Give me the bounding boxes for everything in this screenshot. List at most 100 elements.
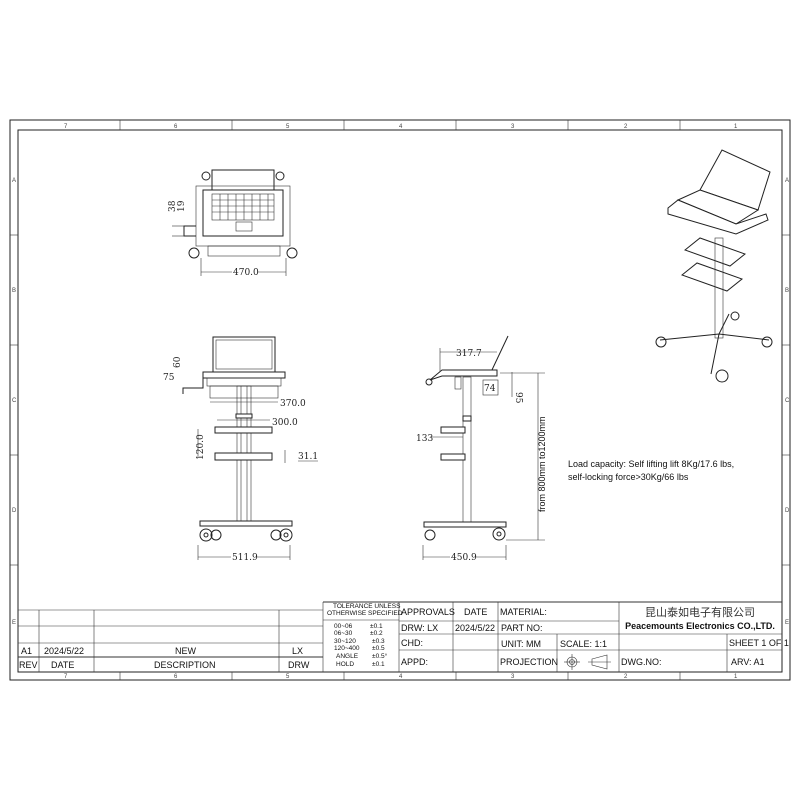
svg-text:D: D — [12, 508, 17, 514]
dim-74: 74 — [484, 384, 496, 394]
chd-label: CHD: — [401, 638, 423, 648]
basket-upper — [214, 426, 273, 434]
col-marker: 7 — [64, 674, 68, 680]
svg-text:C: C — [785, 398, 790, 404]
dim-95: 95 — [513, 392, 523, 404]
dim-300: 300.0 — [272, 418, 298, 428]
sheet-label: SHEET 1 OF 1 — [729, 638, 789, 648]
zone-ticks — [10, 120, 790, 680]
dwg-no-label: DWG.NO: — [621, 657, 662, 667]
svg-text:E: E — [785, 620, 789, 626]
arv-label: ARV: A1 — [731, 657, 765, 667]
dim-470: 470.0 — [233, 268, 259, 278]
col-marker: 6 — [174, 674, 178, 680]
front-view: 60 75 370.0 300.0 120.0 31.1 511.9 — [163, 336, 318, 563]
title-block-grid — [323, 601, 782, 672]
col-marker: 3 — [511, 124, 515, 130]
svg-text:E: E — [12, 620, 16, 626]
company-name-cn: 昆山泰如电子有限公司 — [645, 605, 755, 619]
svg-text:30~120: 30~120 — [334, 638, 356, 645]
dim-31-1: 31.1 — [298, 452, 318, 462]
date-header: DATE — [51, 660, 74, 670]
svg-text:B: B — [785, 288, 789, 294]
dim-75: 75 — [163, 373, 175, 383]
col-marker: 5 — [286, 124, 290, 130]
dim-133: 133 — [416, 434, 433, 444]
svg-text:HOLD: HOLD — [336, 661, 354, 668]
svg-text:00~06: 00~06 — [334, 623, 353, 630]
description-header: DESCRIPTION — [154, 660, 216, 670]
svg-text:±0.3: ±0.3 — [372, 638, 385, 645]
scale-label: SCALE: 1:1 — [560, 639, 607, 649]
dim-38: 38 — [168, 200, 178, 212]
load-capacity-note: Load capacity: Self lifting lift 8Kg/17.… — [568, 459, 734, 469]
svg-text:B: B — [12, 288, 16, 294]
col-marker: 4 — [399, 124, 403, 130]
svg-text:ANGLE: ANGLE — [336, 653, 359, 660]
col-marker: 6 — [174, 124, 178, 130]
col-marker: 2 — [624, 674, 628, 680]
projection-label: PROJECTION — [500, 657, 558, 667]
col-marker: 7 — [64, 124, 68, 130]
col-marker: 4 — [399, 674, 403, 680]
dim-317-7: 317.7 — [456, 349, 482, 359]
dim-511-9: 511.9 — [232, 553, 258, 563]
col-marker: 1 — [734, 674, 738, 680]
outer-border — [9, 119, 791, 681]
tolerance-subtitle: OTHERWISE SPECIFIED — [327, 610, 403, 617]
drw-header: DRW — [288, 660, 310, 670]
column-markers-bottom: 7 6 5 4 3 2 1 — [64, 674, 738, 680]
rev-header: REV — [19, 660, 38, 670]
dim-370: 370.0 — [280, 399, 306, 409]
dim-120: 120.0 — [196, 434, 206, 460]
svg-text:±0.1: ±0.1 — [370, 623, 383, 630]
rev-drw: LX — [292, 646, 303, 656]
column-markers-top: 7 6 5 4 3 2 1 — [64, 124, 738, 130]
approval-date-header: DATE — [464, 607, 487, 617]
touchpad — [235, 221, 253, 232]
revision-block — [18, 602, 324, 672]
row-markers: A A B B C C D D E E — [12, 178, 790, 626]
rev-value: A1 — [21, 646, 32, 656]
basket-lower — [680, 262, 744, 292]
dim-450-9: 450.9 — [451, 553, 477, 563]
col-marker: 1 — [734, 124, 738, 130]
svg-text:06~30: 06~30 — [334, 630, 353, 637]
col-marker: 2 — [624, 124, 628, 130]
tolerance-table: 00~06±0.1 06~30±0.2 30~120±0.3 120~400±0… — [334, 623, 388, 668]
unit-label: UNIT: MM — [501, 639, 541, 649]
drw-approval: DRW: LX — [401, 623, 438, 633]
svg-text:±0.5: ±0.5 — [372, 645, 385, 652]
projection-symbol-icon — [564, 654, 611, 670]
column — [462, 376, 472, 523]
base — [199, 520, 293, 527]
rev-description: NEW — [175, 646, 197, 656]
company-name-en: Peacemounts Electronics CO.,LTD. — [625, 621, 775, 631]
drw-approval-date: 2024/5/22 — [455, 623, 495, 633]
svg-text:D: D — [785, 508, 790, 514]
top-view: 38 19 470.0 — [168, 169, 298, 278]
svg-text:±0.1: ±0.1 — [372, 661, 385, 668]
rev-date: 2024/5/22 — [44, 646, 84, 656]
svg-text:±0.5°: ±0.5° — [372, 652, 388, 660]
isometric-view — [655, 149, 773, 383]
locking-force-note: self-locking force>30Kg/66 lbs — [568, 472, 689, 482]
dim-19: 19 — [177, 200, 187, 212]
keyboard — [211, 193, 275, 221]
svg-text:120~400: 120~400 — [334, 645, 360, 652]
svg-text:A: A — [12, 178, 16, 184]
dim-height-range: from 800mm to1200mm — [537, 416, 547, 512]
svg-text:A: A — [785, 178, 789, 184]
dim-60: 60 — [173, 356, 183, 368]
svg-text:C: C — [12, 398, 17, 404]
material-label: MATERIAL: — [500, 607, 547, 617]
inner-border — [17, 129, 783, 673]
laptop-screen — [212, 336, 276, 373]
tolerance-title: TOLERANCE UNLESS — [333, 603, 401, 610]
base — [423, 521, 507, 528]
col-marker: 5 — [286, 674, 290, 680]
side-view: 317.7 74 95 133 from 800mm to1200mm 450.… — [416, 335, 547, 563]
approvals-header: APPROVALS — [401, 607, 455, 617]
appd-label: APPD: — [401, 657, 428, 667]
